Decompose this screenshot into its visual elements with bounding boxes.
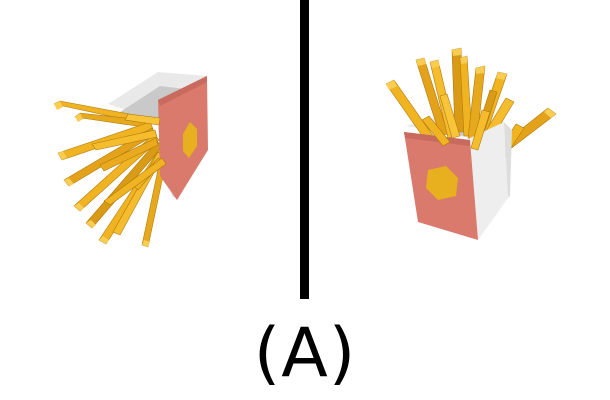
panel-divider bbox=[300, 0, 309, 299]
fries-carton-upright-image bbox=[385, 47, 557, 240]
left-panel bbox=[0, 0, 300, 300]
figure-caption: (A) bbox=[253, 314, 357, 393]
right-panel bbox=[310, 0, 610, 300]
fries-carton-tipped-image bbox=[53, 72, 208, 248]
